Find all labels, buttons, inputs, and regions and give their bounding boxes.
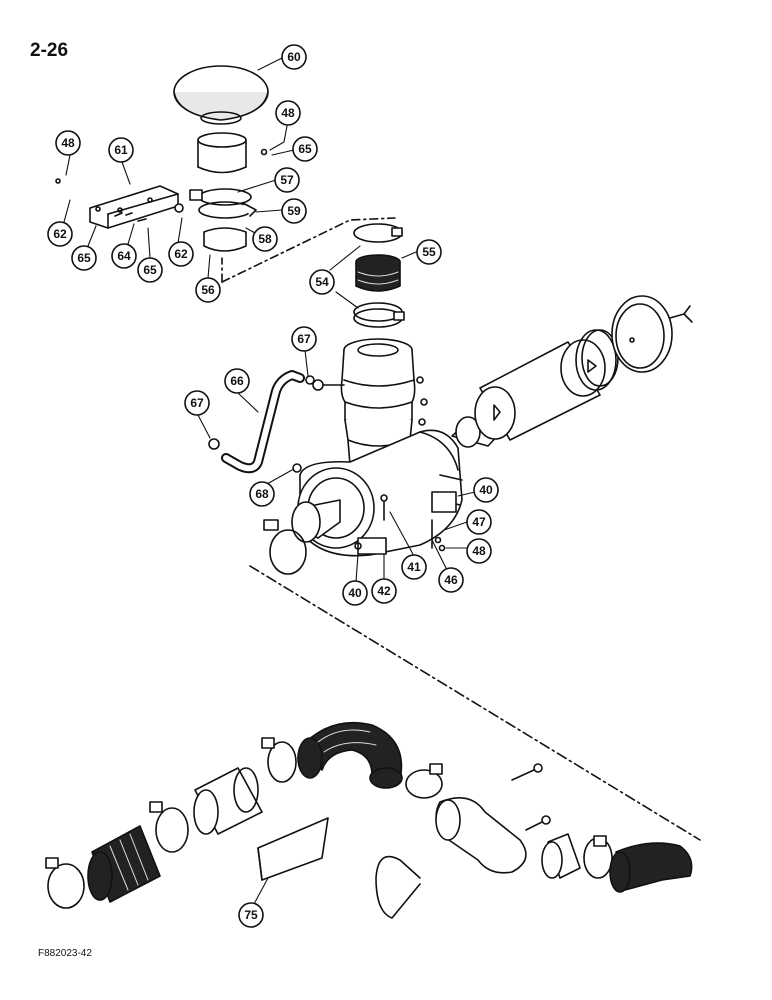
lower-sleeve [203, 227, 247, 252]
callout-54: 54 [309, 269, 335, 295]
svg-text:65: 65 [143, 263, 157, 277]
callout-65: 65 [292, 136, 318, 162]
callout-61: 61 [108, 137, 134, 163]
callout-48: 48 [275, 100, 301, 126]
callout-55: 55 [416, 239, 442, 265]
page-number: 2-26 [30, 40, 69, 61]
svg-text:46: 46 [444, 573, 458, 587]
lower-clamp-left [45, 857, 85, 909]
svg-text:48: 48 [472, 544, 486, 558]
svg-text:68: 68 [255, 487, 269, 501]
callout-42: 42 [371, 578, 397, 604]
svg-text:66: 66 [230, 374, 244, 388]
precleaner-tube [197, 132, 247, 174]
svg-text:57: 57 [280, 173, 294, 187]
callout-46: 46 [438, 567, 464, 593]
callout-62: 62 [47, 221, 73, 247]
mounting-bracket [89, 185, 179, 229]
callout-68: 68 [249, 481, 275, 507]
callout-48: 48 [466, 538, 492, 564]
outlet-clamp [263, 519, 307, 575]
outlet-spigot [291, 499, 341, 543]
svg-text:48: 48 [281, 106, 295, 120]
svg-text:40: 40 [479, 483, 493, 497]
svg-text:61: 61 [114, 143, 128, 157]
lower-hose-clamp [353, 302, 405, 328]
leader-lines [63, 57, 476, 905]
callout-41: 41 [401, 554, 427, 580]
outlet-elbow-hose [609, 842, 693, 893]
elbow-hose [297, 721, 403, 789]
callout-59: 59 [281, 198, 307, 224]
svg-text:65: 65 [298, 142, 312, 156]
heat-shield [257, 817, 329, 881]
svg-text:62: 62 [53, 227, 67, 241]
callout-60: 60 [281, 44, 307, 70]
callout-65: 65 [71, 245, 97, 271]
callout-58: 58 [252, 226, 278, 252]
rubber-boot [355, 254, 401, 292]
svg-text:75: 75 [244, 908, 258, 922]
end-cover [611, 295, 693, 373]
callout-65: 65 [137, 257, 163, 283]
duct-clamp-c [405, 763, 443, 799]
callout-64: 64 [111, 243, 137, 269]
mounting-feet [354, 491, 457, 555]
svg-text:60: 60 [287, 50, 301, 64]
svg-text:47: 47 [472, 515, 486, 529]
duct-clamp-b [261, 737, 297, 783]
svg-text:65: 65 [77, 251, 91, 265]
callout-67: 67 [291, 326, 317, 352]
svg-text:64: 64 [117, 249, 131, 263]
callout-40: 40 [342, 580, 368, 606]
curved-pipe [435, 796, 527, 874]
svg-text:48: 48 [61, 136, 75, 150]
callout-67: 67 [184, 390, 210, 416]
callout-48: 48 [55, 130, 81, 156]
precleaner-cap [173, 65, 269, 125]
callout-62: 62 [168, 241, 194, 267]
duct-clamp-d [583, 835, 613, 879]
upper-band-clamp [189, 188, 257, 219]
u-bolt [375, 855, 421, 919]
duct-clamp-a [149, 801, 189, 853]
svg-text:40: 40 [348, 586, 362, 600]
svg-text:54: 54 [315, 275, 329, 289]
svg-text:56: 56 [201, 283, 215, 297]
inlet-stack [340, 338, 416, 473]
figure-code: F882023-42 [38, 948, 92, 959]
svg-text:58: 58 [258, 232, 272, 246]
svg-text:62: 62 [174, 247, 188, 261]
svg-text:42: 42 [377, 584, 391, 598]
callout-75: 75 [238, 902, 264, 928]
svg-text:55: 55 [422, 245, 436, 259]
callout-66: 66 [224, 368, 250, 394]
svg-text:59: 59 [287, 204, 301, 218]
svg-text:67: 67 [190, 396, 204, 410]
svg-text:41: 41 [407, 560, 421, 574]
straight-pipe [193, 767, 263, 835]
top-hose-clamp [353, 223, 403, 243]
filter-canister [474, 339, 606, 441]
callout-57: 57 [274, 167, 300, 193]
svg-text:67: 67 [297, 332, 311, 346]
callout-47: 47 [466, 509, 492, 535]
corrugated-boot [87, 825, 161, 903]
drain-hose [221, 370, 305, 474]
short-pipe [541, 833, 581, 879]
callout-56: 56 [195, 277, 221, 303]
callout-40: 40 [473, 477, 499, 503]
